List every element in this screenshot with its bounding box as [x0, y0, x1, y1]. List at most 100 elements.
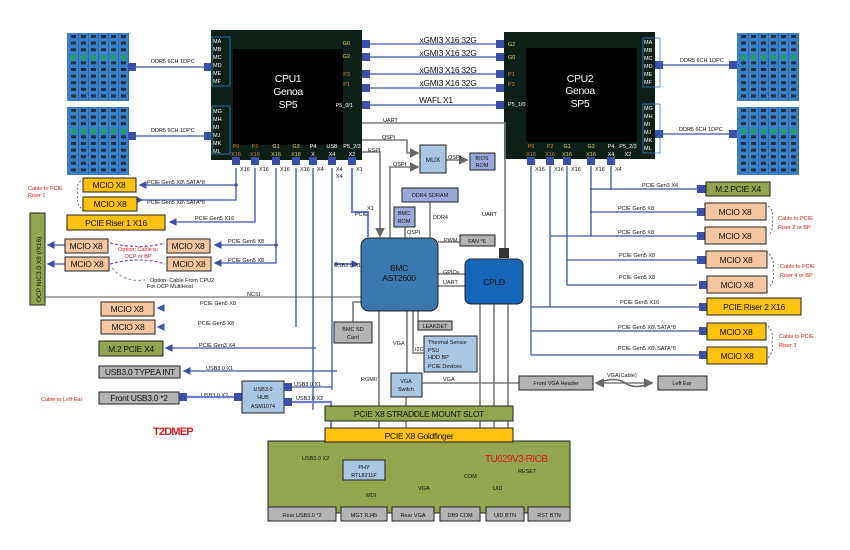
- rear-port[interactable]: Rear USB3.0 *2: [267, 506, 337, 522]
- port-width: X2: [349, 152, 356, 158]
- mcio-x8-right-3[interactable]: [705, 250, 768, 269]
- rear-port-label: DB9 COM: [447, 513, 472, 519]
- dimm-slot: [101, 142, 106, 145]
- mcio-x8-right-1[interactable]: [704, 202, 767, 221]
- memory-channel-label: ML: [213, 149, 221, 155]
- dimm-slot: [791, 161, 796, 165]
- dimm-slot: [111, 122, 116, 126]
- dimm-slot: [771, 148, 776, 152]
- box-label: LEAKDET: [422, 324, 448, 330]
- dimm-slot: [71, 48, 76, 52]
- rear-port[interactable]: UID BTN: [485, 506, 525, 522]
- box-label: BIOS: [475, 156, 488, 162]
- mcio-x8-sata-right-1[interactable]: [706, 322, 767, 341]
- link-label: PCIE Gen5 X8\ SATA*8: [147, 180, 205, 186]
- dimm-slot: [781, 81, 786, 85]
- link-label: PCIE Gen5 X8: [619, 253, 655, 259]
- vga-switch: [390, 372, 423, 398]
- dimm-slot: [761, 48, 766, 52]
- port-link-width: X16: [259, 167, 269, 173]
- signal-label: DDR4: [433, 215, 448, 221]
- dimm-slot: [761, 168, 766, 172]
- dimm-slot: [741, 109, 746, 112]
- usb3-typea-internal[interactable]: [98, 365, 181, 379]
- port-link-width: X1: [356, 167, 363, 173]
- dimm-slot: [91, 81, 96, 85]
- box-label: ROM: [476, 163, 489, 169]
- rear-port[interactable]: DB9 COM: [439, 506, 481, 522]
- mcio-x8-d[interactable]: [100, 319, 156, 335]
- dimm-slot: [121, 148, 126, 152]
- rear-port[interactable]: RST BTN: [527, 506, 571, 522]
- dimm-slot: [791, 155, 796, 159]
- box-label: MCIO X8: [70, 241, 103, 251]
- rear-port[interactable]: Rear VGA: [391, 506, 435, 522]
- port-width: X16: [291, 152, 301, 158]
- dimm-slot: [751, 109, 756, 112]
- dimm-slot: [71, 135, 76, 139]
- port-link-width: X16: [300, 167, 310, 173]
- dimm-slot: [81, 168, 86, 172]
- dimm-slot: [91, 142, 96, 145]
- dimm-slot: [771, 142, 776, 145]
- front-vga-header[interactable]: [518, 375, 594, 391]
- dimm-slot: [121, 109, 126, 112]
- port-pin: [546, 157, 554, 165]
- dimm-slot: [741, 122, 746, 126]
- ocp-nic3-slot[interactable]: [29, 212, 46, 306]
- mcio-x8-ocp-a[interactable]: [64, 238, 109, 254]
- link-label: PCIE Gen5 X8: [618, 230, 654, 236]
- memory-channel-label: MI: [213, 125, 220, 131]
- dimm-slot: [121, 115, 126, 119]
- dimm-slot: [111, 109, 116, 112]
- m2-pcie-x4-left[interactable]: [98, 340, 164, 357]
- dimm-slot: [71, 161, 76, 165]
- dimm-slot: [101, 161, 106, 165]
- rear-port-label: UID BTN: [494, 513, 516, 519]
- dimm-slot: [81, 148, 86, 152]
- pcie-riser1-slot[interactable]: [66, 214, 166, 231]
- dimm-slot: [101, 87, 106, 91]
- dimm-slot: [81, 135, 86, 139]
- pcie-x8-straddle-slot[interactable]: [324, 405, 514, 422]
- bmc-sd-card[interactable]: [333, 321, 373, 344]
- box-label: RTL8211F: [351, 473, 377, 479]
- dimm-slot: [91, 48, 96, 52]
- dimm-slot: [761, 68, 766, 71]
- dimm-slot: [121, 68, 126, 71]
- dimm-slot: [71, 115, 76, 119]
- dimm-slot: [111, 148, 116, 152]
- box-label: VGA: [400, 379, 412, 385]
- bios-rom: [469, 152, 496, 171]
- dimm-slot: [91, 94, 96, 98]
- mcio-x8-sata-2[interactable]: [82, 196, 138, 212]
- mcio-x8-sata-right-2[interactable]: [706, 346, 768, 365]
- port-name: USB: [326, 144, 338, 150]
- bmc-rom: [393, 206, 416, 228]
- signal-label: PWM: [444, 238, 458, 244]
- mcio-x8-cpu-a[interactable]: [166, 238, 211, 254]
- dimm-slot: [71, 35, 76, 38]
- dimm-slot: [761, 155, 766, 159]
- dimm-slot: [781, 122, 786, 126]
- mcio-x8-sata-1[interactable]: [82, 177, 137, 193]
- m2-pcie-x4-right[interactable]: [705, 181, 771, 197]
- dimm-slot: [111, 135, 116, 139]
- dimm-slot: [91, 35, 96, 38]
- mcio-x8-c[interactable]: [100, 301, 155, 317]
- mcio-x8-cpu-b[interactable]: [166, 256, 212, 272]
- dimm-slot: [771, 94, 776, 98]
- mcio-x8-ocp-b[interactable]: [64, 256, 110, 272]
- dimm-slot: [781, 48, 786, 52]
- port-pin: [607, 157, 615, 165]
- dimm-slot: [111, 168, 116, 172]
- rear-port-label: Rear USB3.0 *2: [282, 513, 321, 519]
- mcio-x8-right-2[interactable]: [704, 226, 767, 245]
- pin-label: G0: [343, 41, 350, 47]
- rear-port[interactable]: MGT RJ45: [340, 506, 388, 522]
- mcio-x8-right-4[interactable]: [706, 275, 768, 294]
- left-ear[interactable]: [657, 375, 708, 391]
- dimm-slot: [761, 148, 766, 152]
- pcie-riser2-slot[interactable]: [706, 297, 802, 316]
- memory-channel-label: MA: [644, 40, 653, 46]
